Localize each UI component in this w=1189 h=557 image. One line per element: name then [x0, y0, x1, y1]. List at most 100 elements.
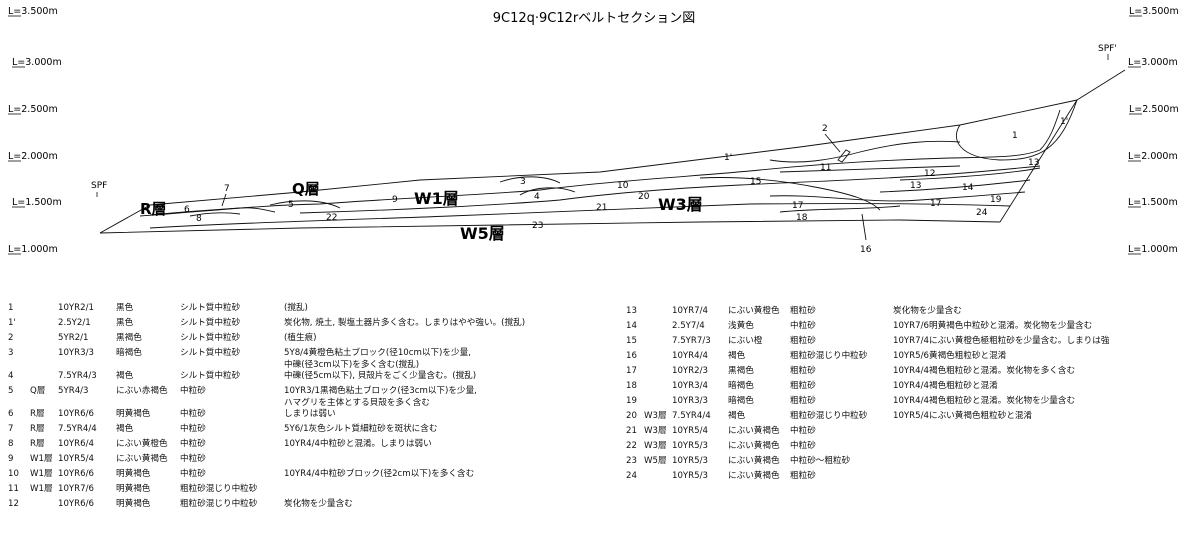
legend-color-name: にぶい黄橙色 — [728, 306, 780, 316]
legend-soil: 中粒砂〜粗粒砂 — [790, 456, 851, 466]
legend-color-code: 2.5Y7/4 — [672, 321, 705, 331]
legend-layer — [644, 321, 672, 336]
legend-note — [284, 454, 574, 469]
section-number: 17 — [930, 199, 941, 209]
legend-layer — [30, 303, 58, 318]
legend-note — [893, 471, 1153, 486]
legend-color-code: 10YR5/3 — [672, 441, 708, 451]
legend-layer — [644, 396, 672, 411]
legend-color-name: 明黄褐色 — [116, 484, 151, 494]
legend-color-code: 10YR5/4 — [58, 454, 94, 464]
legend-note — [893, 426, 1153, 441]
legend-color-name: 浅黄色 — [728, 321, 754, 331]
legend-color-name: 暗褐色 — [728, 396, 754, 406]
legend-note: 10YR3/1黒褐色粘土ブロック(径3cm以下)を少量, ハマグリを主体とする貝… — [284, 386, 477, 408]
section-number: 11 — [820, 163, 831, 173]
legend-soil: 粗粒砂混じり中粒砂 — [180, 484, 258, 494]
section-number: 22 — [326, 213, 337, 223]
legend-no: 8 — [8, 439, 14, 449]
legend-no: 1 — [8, 303, 14, 313]
boundary-15 — [699, 177, 881, 211]
legend-color-code: 10YR5/3 — [672, 471, 708, 481]
boundary-w5 — [149, 203, 1011, 229]
section-number: 1 — [1012, 131, 1018, 141]
legend-no: 14 — [626, 321, 637, 331]
leader-16 — [861, 213, 867, 241]
layer-labels: R層 Q層 W1層 W3層 W5層 — [140, 180, 703, 243]
legend-no: 5 — [8, 386, 14, 396]
legend-soil: 粗粒砂 — [790, 381, 816, 391]
level-left-2500: L=2.500m — [8, 104, 58, 115]
section-number: 1' — [1060, 117, 1068, 127]
boundary-2 — [837, 149, 851, 163]
section-number: 15 — [750, 177, 761, 187]
legend-soil: 中粒砂 — [790, 441, 816, 451]
legend-no: 9 — [8, 454, 14, 464]
legend-no: 22 — [626, 441, 637, 451]
level-left-1500: L=1.500m — [12, 197, 62, 208]
legend-layer — [30, 318, 58, 333]
spf-line — [1076, 69, 1126, 101]
legend-color-name: 黒褐色 — [116, 333, 142, 343]
legend-color-code: 10YR4/4 — [672, 351, 708, 361]
legend-color-code: 10YR7/4 — [672, 306, 708, 316]
legend-color-name: にぶい黄褐色 — [116, 454, 168, 464]
boundary-3 — [499, 176, 561, 184]
legend-soil: 中粒砂 — [180, 439, 206, 449]
legend-layer: R層 — [30, 424, 45, 434]
legend-no: 10 — [8, 469, 19, 479]
legend-layer — [644, 471, 672, 486]
legend-layer: R層 — [30, 439, 45, 449]
boundary-14 — [879, 179, 1031, 193]
legend-color-name: にぶい黄褐色 — [728, 441, 780, 451]
level-right-1000: L=1.000m — [1128, 244, 1178, 255]
level-right-2500: L=2.500m — [1129, 104, 1179, 115]
legend-note: 5Y6/1灰色シルト質細粒砂を斑状に含む — [284, 424, 438, 434]
boundary-r — [149, 207, 276, 216]
boundary-q — [269, 200, 341, 209]
legend-soil: 中粒砂 — [790, 426, 816, 436]
legend-layer: W3層 — [644, 441, 667, 451]
legend-note: 炭化物, 焼土, 製塩土器片多く含む。しまりはやや強い。(撹乱) — [284, 318, 526, 328]
legend-soil: 粗粒砂 — [790, 336, 816, 346]
legend-layer — [644, 336, 672, 351]
spf-right-label: SPF' — [1098, 44, 1117, 54]
legend-color-name: にぶい黄褐色 — [728, 471, 780, 481]
legend-soil: 粗粒砂 — [790, 366, 816, 376]
boundary-12 — [779, 165, 961, 173]
legend-layer — [30, 333, 58, 348]
legend-no: 11 — [8, 484, 19, 494]
legend-no: 12 — [8, 499, 19, 509]
legend-color-name: 褐色 — [728, 351, 746, 361]
section-number: 19 — [990, 195, 1002, 205]
legend-soil: 粗粒砂混じり中粒砂 — [790, 411, 868, 421]
section-number: 4 — [534, 192, 540, 202]
boundary-w3-top — [299, 165, 1041, 214]
legend-color-code: 7.5YR4/4 — [672, 411, 711, 421]
legend-soil: シルト質中粒砂 — [180, 303, 241, 313]
legend-soil: 粗粒砂 — [790, 396, 816, 406]
legend-no: 18 — [626, 381, 637, 391]
legend-color-code: 2.5Y2/1 — [58, 318, 91, 328]
level-right-3500: L=3.500m — [1129, 6, 1179, 17]
legend-color-code: 5YR2/1 — [58, 333, 89, 343]
section-left-edge — [99, 204, 151, 234]
legend-color-code: 10YR2/1 — [58, 303, 94, 313]
legend-soil: 中粒砂 — [180, 409, 206, 419]
legend-color-code: 10YR3/3 — [58, 348, 94, 358]
legend-color-name: 明黄褐色 — [116, 499, 151, 509]
legend-color-code: 10YR7/6 — [58, 484, 94, 494]
legend-note: 10YR4/4中粒砂ブロック(径2cm以下)を多く含む — [284, 469, 475, 479]
legend-color-name: 黒色 — [116, 318, 134, 328]
legend-color-code: 10YR5/3 — [672, 456, 708, 466]
legend-note: 10YR7/6明黄褐色中粒砂と混淆。炭化物を少量含む — [893, 321, 1093, 331]
section-number: 13 — [910, 181, 921, 191]
legend-soil: シルト質中粒砂 — [180, 348, 241, 358]
